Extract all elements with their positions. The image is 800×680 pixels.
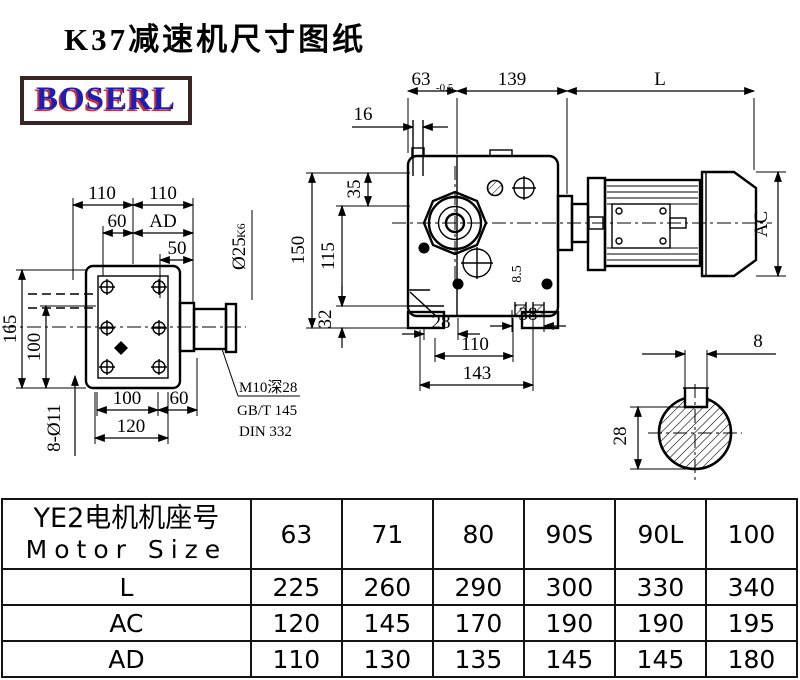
col-90s: 90S: [522, 498, 616, 570]
cell-l-90l: 330: [613, 568, 707, 606]
dim-143: 143: [463, 363, 492, 384]
table-header-row: YE2电机机座号 Motor Size 63 71 80 90S 90L 100: [1, 498, 799, 570]
drain-plug: [114, 341, 128, 355]
dim-32: 32: [315, 310, 336, 329]
cell-ad-100: 180: [704, 640, 799, 678]
dim-165: 165: [0, 315, 21, 344]
row-label-ac: AC: [1, 604, 252, 642]
side-view-dimensions: 63 -0.5 139 L 16 150 115 35 32 8.5 28 38: [288, 69, 786, 391]
dim-110-side: 110: [461, 334, 489, 355]
cell-ad-90s: 145: [522, 640, 616, 678]
dim-60-top: 60: [108, 211, 127, 232]
cell-l-100: 340: [704, 568, 799, 606]
col-100: 100: [704, 498, 799, 570]
dim-8: 8: [753, 331, 763, 352]
col-80: 80: [431, 498, 525, 570]
dim-110-right: 110: [149, 183, 177, 204]
cell-ac-63: 120: [249, 604, 343, 642]
cell-ac-71: 145: [340, 604, 434, 642]
technical-drawing: 110 110 60 AD 50 Ø25 K6 165 100 8-Ø11 10…: [0, 69, 786, 482]
page-title: K37减速机尺寸图纸: [64, 22, 367, 57]
dim-38: 38: [519, 304, 538, 325]
cell-l-80: 290: [431, 568, 525, 606]
dim-100-bottom: 100: [113, 388, 142, 409]
dim-110-left: 110: [88, 183, 116, 204]
side-view-outline: [392, 120, 772, 330]
dim-63: 63: [412, 69, 431, 90]
header-motor-size: YE2电机机座号 Motor Size: [1, 498, 252, 570]
motor-size-table: YE2电机机座号 Motor Size 63 71 80 90S 90L 100…: [1, 498, 799, 678]
cell-ad-71: 130: [340, 640, 434, 678]
cell-ac-90l: 190: [613, 604, 707, 642]
dim-120: 120: [117, 416, 146, 437]
dim-139: 139: [498, 69, 527, 90]
cell-ad-90l: 145: [613, 640, 707, 678]
holes-label: 8-Ø11: [44, 404, 65, 452]
note-din: DIN 332: [239, 424, 292, 440]
dim-100-vert: 100: [24, 333, 45, 362]
table-row-ad: AD 110 130 135 145 145 180: [1, 640, 799, 678]
cell-ad-63: 110: [249, 640, 343, 678]
header-en: Motor Size: [25, 535, 228, 564]
dim-28-side: 28: [432, 312, 451, 333]
dim-35: 35: [344, 180, 365, 199]
left-view-dimensions: 110 110 60 AD 50 Ø25 K6 165 100 8-Ø11 10…: [0, 183, 300, 456]
dim-50: 50: [168, 238, 187, 259]
table-row-l: L 225 260 290 300 330 340: [1, 568, 799, 606]
left-view-outline: [2, 264, 246, 390]
cell-ac-90s: 190: [522, 604, 616, 642]
dim-115: 115: [318, 242, 339, 270]
boserl-logo: BOSERL: [20, 76, 192, 125]
dim-8-5: 8.5: [510, 265, 525, 283]
dim-ad: AD: [149, 211, 176, 232]
note-m10: M10深28: [239, 379, 297, 396]
cell-ac-100: 195: [704, 604, 799, 642]
dim-63-tol: -0.5: [436, 82, 454, 94]
dim-ac: AC: [751, 211, 772, 237]
row-label-l: L: [1, 568, 252, 606]
dim-150: 150: [288, 236, 309, 265]
table-row-ac: AC 120 145 170 190 190 195: [1, 604, 799, 642]
cell-ad-80: 135: [431, 640, 525, 678]
col-63: 63: [249, 498, 343, 570]
header-cn: YE2电机机座号: [33, 503, 220, 534]
row-label-ad: AD: [1, 640, 252, 678]
col-71: 71: [340, 498, 434, 570]
boserl-logo-text: BOSERL: [36, 81, 176, 117]
cell-l-71: 260: [340, 568, 434, 606]
cell-l-63: 225: [249, 568, 343, 606]
dim-28-section: 28: [610, 427, 631, 446]
col-90l: 90L: [613, 498, 707, 570]
dim-l: L: [654, 69, 666, 90]
dim-16: 16: [354, 104, 373, 125]
cell-ac-80: 170: [431, 604, 525, 642]
note-gbt: GB/T 145: [237, 403, 297, 419]
shaft-dia-label: Ø25: [229, 237, 250, 270]
cell-l-90s: 300: [522, 568, 616, 606]
shaft-section: 8 28: [610, 331, 776, 482]
shaft-dia-suffix: K6: [234, 223, 248, 238]
dim-60-bottom: 60: [170, 388, 189, 409]
